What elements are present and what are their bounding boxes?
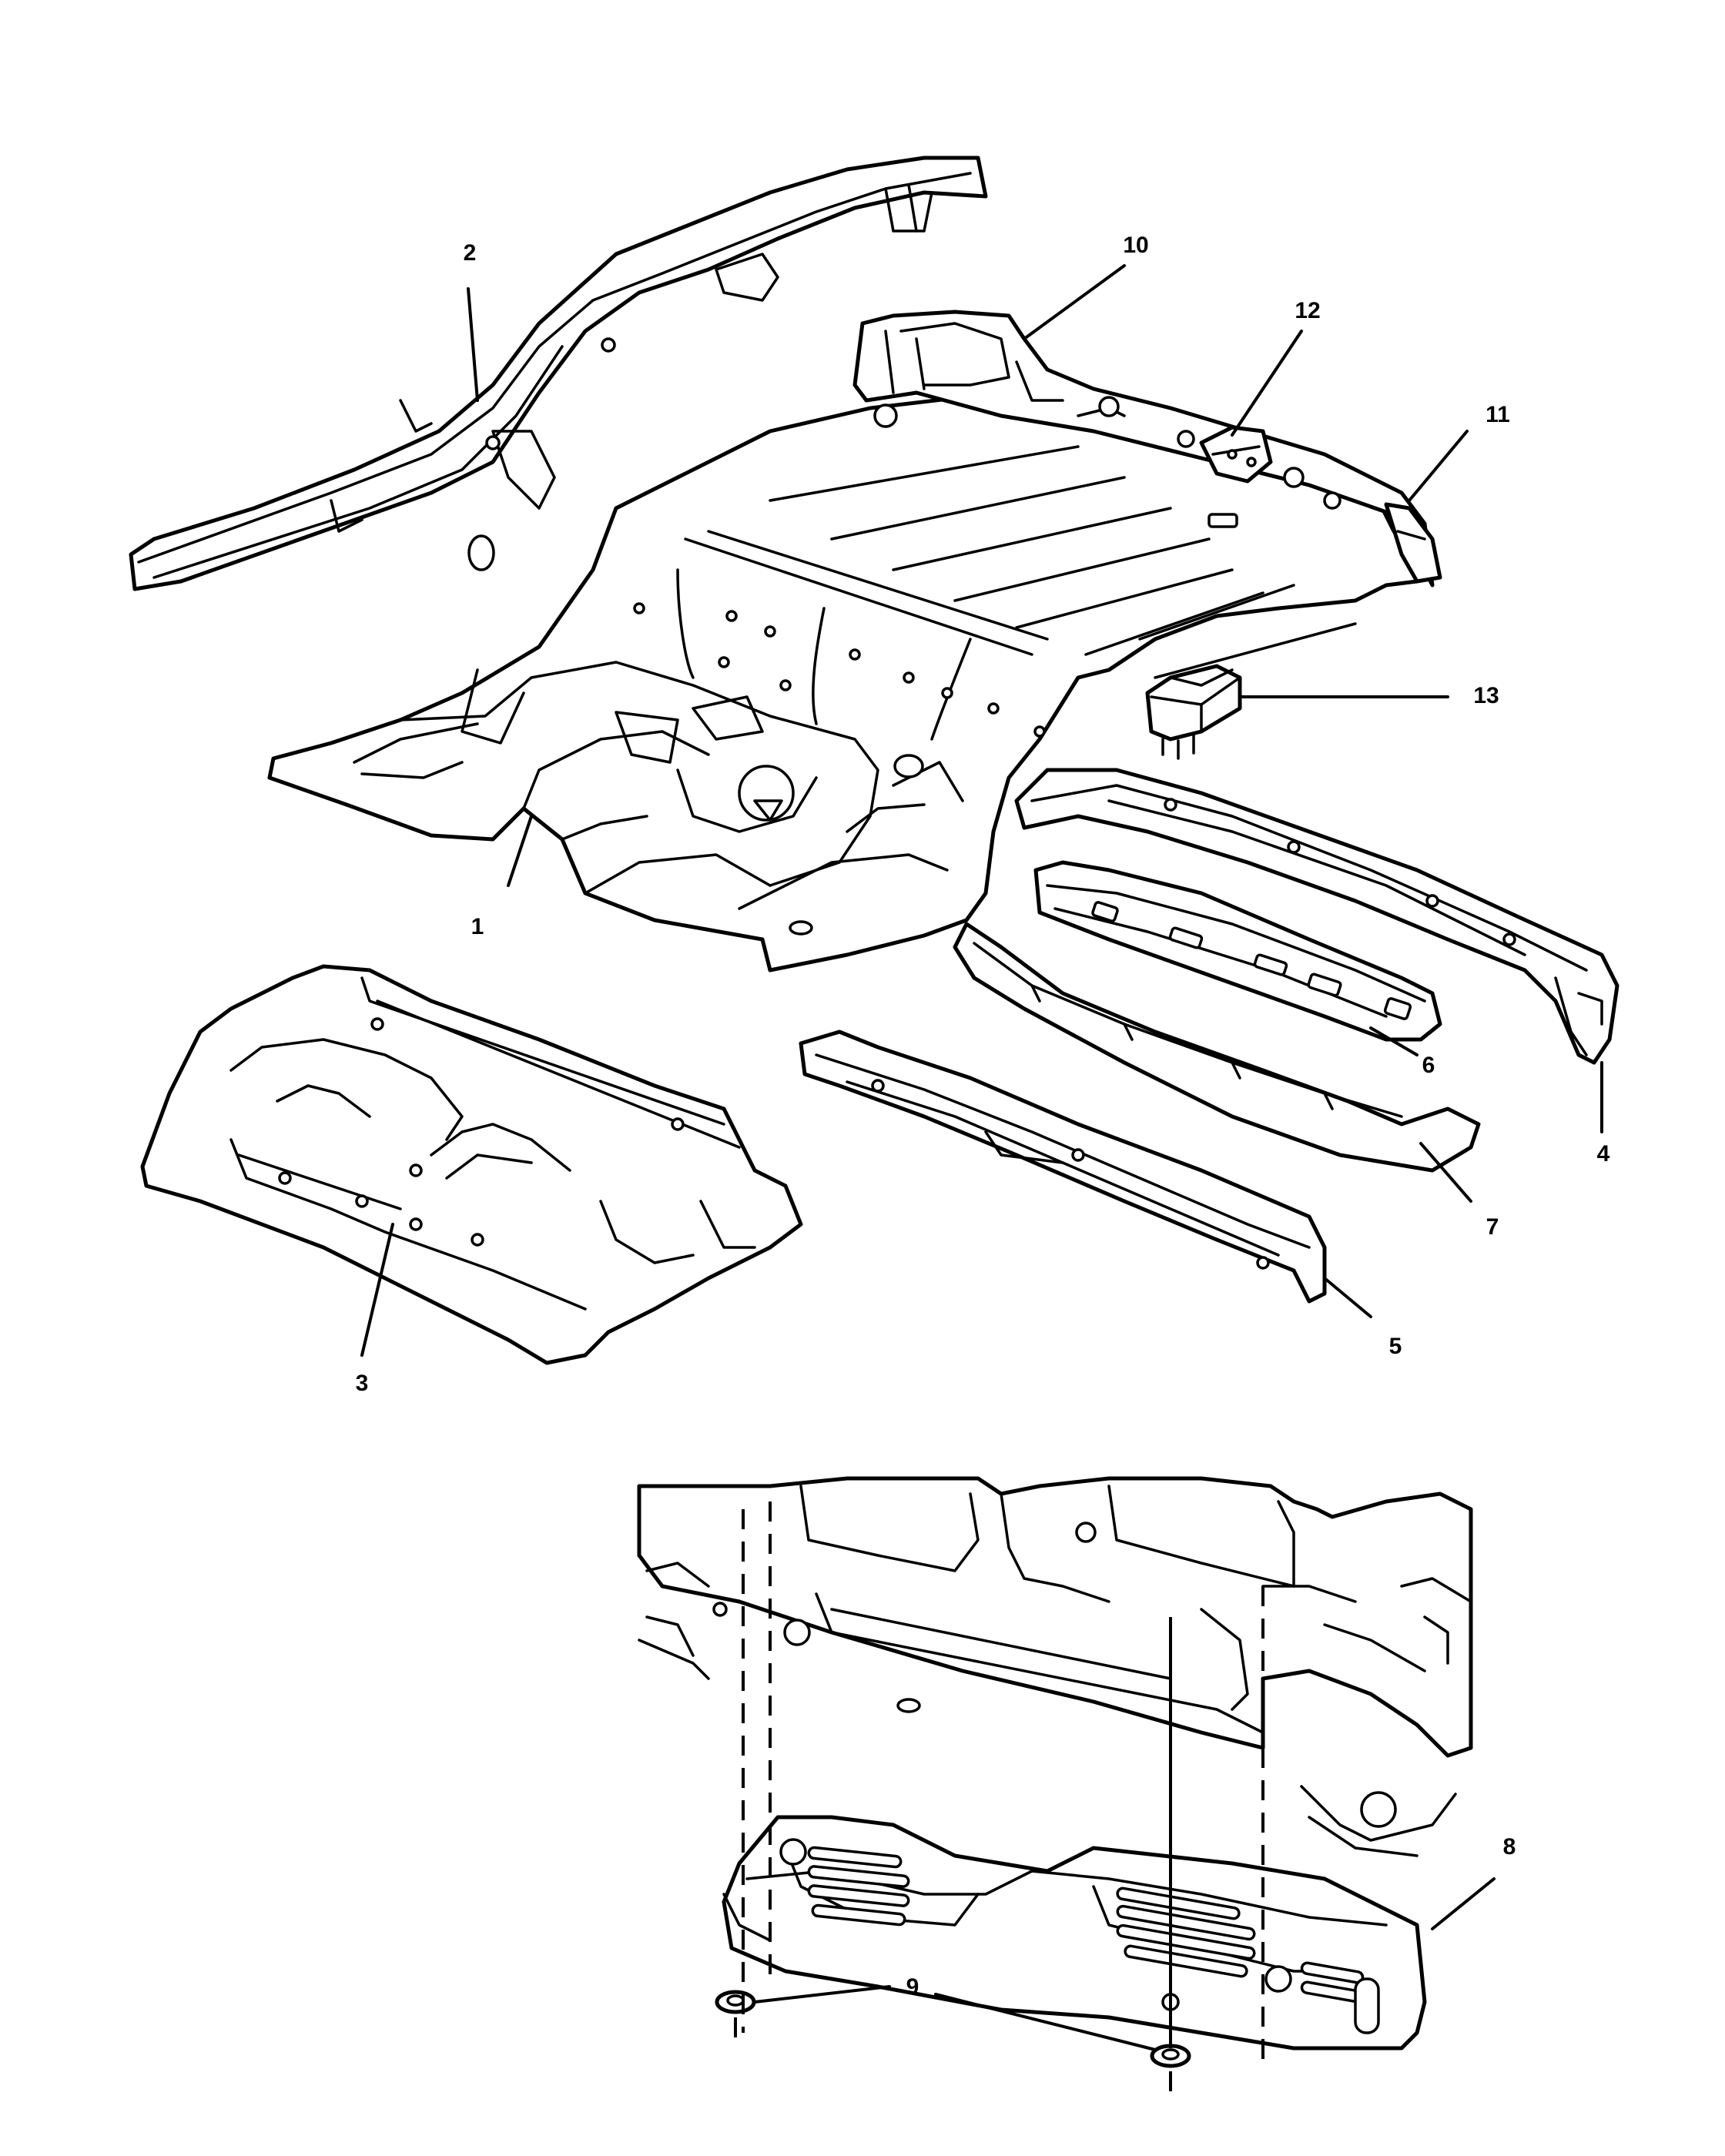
part-13-block	[1145, 664, 1242, 760]
leader-lines	[360, 264, 1603, 2051]
part-11-corner-bracket	[1384, 502, 1442, 584]
callout-13: 13	[1473, 683, 1499, 708]
part-6-reinforcement	[1033, 860, 1442, 1042]
callout-7: 7	[1486, 1214, 1499, 1240]
part-12-bracket	[1199, 425, 1273, 484]
part-4-crossmember	[1014, 768, 1619, 1065]
callout-4: 4	[1597, 1141, 1610, 1167]
part-8-skid-plate	[722, 1815, 1427, 2051]
callout-8: 8	[1503, 1834, 1516, 1860]
part-2-frame-rail	[129, 156, 988, 591]
callout-6: 6	[1422, 1053, 1435, 1078]
callout-12: 12	[1295, 298, 1320, 323]
underbody-assembly	[637, 1476, 1473, 1857]
callout-labels: 1 2 3 4 5 6 7 8 9 10 11 12 13	[356, 233, 1610, 2000]
callout-10: 10	[1123, 233, 1148, 258]
part-7-lower-panel	[953, 922, 1481, 1173]
part-3-rear-floor	[140, 964, 803, 1365]
callout-3: 3	[356, 1371, 369, 1396]
part-1-floor-pan	[267, 390, 1427, 973]
part-10-rear-rail	[852, 310, 1435, 588]
callout-5: 5	[1389, 1334, 1402, 1359]
alignment-lines	[734, 1502, 1264, 2094]
part-5-crossmember	[799, 1029, 1327, 1304]
callout-2: 2	[464, 240, 477, 266]
callout-9: 9	[906, 1974, 919, 2000]
callout-1: 1	[471, 914, 484, 939]
callout-11: 11	[1486, 402, 1510, 427]
